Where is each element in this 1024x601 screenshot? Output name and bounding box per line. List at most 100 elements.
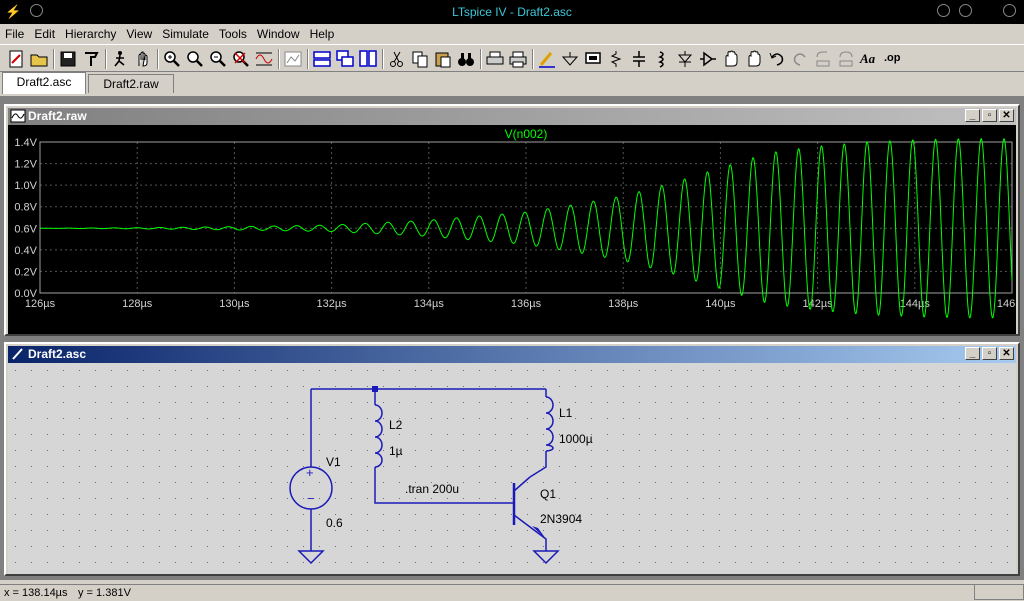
zoom-in-icon[interactable] [162, 49, 182, 69]
inductor-l2-symbol[interactable] [374, 404, 383, 468]
x-tick-label: 140µs [705, 298, 736, 310]
status-bar: x = 138.14µs y = 1.381V [0, 584, 1024, 601]
cascade-icon[interactable] [335, 49, 355, 69]
menu-item-help[interactable]: Help [309, 27, 335, 41]
schematic-restore-button[interactable]: ▫ [982, 347, 997, 360]
menu-item-window[interactable]: Window [256, 27, 300, 41]
component-icon[interactable] [698, 49, 718, 69]
fft-icon[interactable] [283, 49, 303, 69]
resistor-icon[interactable] [606, 49, 626, 69]
open-icon[interactable] [29, 49, 49, 69]
move-icon[interactable] [721, 49, 741, 69]
rotate-icon[interactable] [813, 49, 833, 69]
trace-title[interactable]: V(n002) [505, 127, 548, 141]
q1-ref[interactable]: Q1 [540, 487, 556, 501]
menu-item-view[interactable]: View [126, 27, 153, 41]
schematic-window-title: Draft2.asc [28, 347, 87, 361]
q1-emitter-arrow [532, 526, 546, 539]
drag-icon[interactable] [744, 49, 764, 69]
minimize-window-icon[interactable] [937, 4, 950, 17]
label-net-icon[interactable] [583, 49, 603, 69]
run-icon[interactable] [110, 49, 130, 69]
tab-draft2-asc[interactable]: Draft2.asc [2, 72, 86, 94]
x-tick-label: 126µs [25, 298, 56, 310]
q1-collector-lead [513, 476, 531, 492]
ground-symbol-v1[interactable] [297, 550, 325, 565]
capacitor-icon[interactable] [629, 49, 649, 69]
plot-window-titlebar[interactable]: Draft2.raw _ ▫ ✕ [8, 108, 1016, 125]
menu-item-simulate[interactable]: Simulate [162, 27, 209, 41]
system-menu-icon[interactable] [30, 4, 43, 17]
schematic-window-titlebar[interactable]: Draft2.asc _ ▫ ✕ [8, 346, 1016, 363]
inductor-l1-symbol[interactable] [545, 396, 554, 452]
close-window-icon[interactable] [1003, 4, 1016, 17]
plot-close-button[interactable]: ✕ [999, 109, 1014, 122]
toolbar-separator [307, 49, 309, 69]
maximize-window-icon[interactable] [959, 4, 972, 17]
v1-ref[interactable]: V1 [326, 455, 341, 469]
paste-icon[interactable] [433, 49, 453, 69]
redo-icon[interactable] [790, 49, 810, 69]
y-tick-label: 1.4V [14, 137, 37, 149]
control-panel-icon[interactable] [81, 49, 101, 69]
l2-value[interactable]: 1µ [389, 444, 403, 458]
new-schematic-icon[interactable] [6, 49, 26, 69]
op-icon-label: .op [884, 52, 901, 64]
copy-icon[interactable] [410, 49, 430, 69]
trace-v-n002[interactable] [40, 138, 1013, 319]
ground-symbol-q1[interactable] [532, 550, 560, 565]
cursor-y-readout: y = 1.381V [78, 587, 131, 599]
tab-draft2-raw[interactable]: Draft2.raw [88, 74, 174, 93]
l2-ref[interactable]: L2 [389, 418, 403, 432]
zoom-out-icon[interactable] [208, 49, 228, 69]
wire-l2-to-base[interactable] [374, 467, 498, 504]
y-tick-label: 0.4V [14, 245, 37, 257]
v1-plus-sign: + [306, 465, 314, 480]
plot-restore-button[interactable]: ▫ [982, 109, 997, 122]
zoom-pan-icon[interactable] [185, 49, 205, 69]
print-icon[interactable] [508, 49, 528, 69]
toolbar-separator [157, 49, 159, 69]
schematic-minimize-button[interactable]: _ [965, 347, 980, 360]
plot-minimize-button[interactable]: _ [965, 109, 980, 122]
print-setup-icon[interactable] [485, 49, 505, 69]
ground-icon[interactable] [560, 49, 580, 69]
tile-horizontal-icon[interactable] [312, 49, 332, 69]
y-tick-label: 0.0V [14, 288, 37, 300]
menu-item-tools[interactable]: Tools [218, 27, 247, 41]
v1-value[interactable]: 0.6 [326, 516, 343, 530]
tile-vertical-icon[interactable] [358, 49, 378, 69]
toolbar: Aa .op [0, 44, 1024, 72]
save-icon[interactable] [58, 49, 78, 69]
draw-wire-icon[interactable] [537, 49, 557, 69]
undo-icon[interactable] [767, 49, 787, 69]
l1-ref[interactable]: L1 [559, 406, 573, 420]
schematic-canvas[interactable]: + − V1 0.6 L2 1µ L1 1000µ Q1 2N3904 .tra… [8, 363, 1016, 574]
document-tabs: Draft2.asc Draft2.raw [0, 72, 1024, 94]
mirror-icon[interactable] [836, 49, 856, 69]
text-icon[interactable]: Aa [859, 49, 879, 69]
autoscale-icon[interactable] [254, 49, 274, 69]
spice-directive[interactable]: .tran 200u [405, 482, 459, 496]
l1-value[interactable]: 1000µ [559, 432, 593, 446]
cut-icon[interactable] [387, 49, 407, 69]
wire-l1-to-collector[interactable] [529, 451, 547, 478]
app-title: LTspice IV - Draft2.asc [452, 5, 572, 19]
schematic-close-button[interactable]: ✕ [999, 347, 1014, 360]
menu-item-hierarchy[interactable]: Hierarchy [65, 27, 117, 41]
y-tick-label: 0.2V [14, 266, 37, 278]
y-tick-label: 0.8V [14, 202, 37, 214]
q1-value[interactable]: 2N3904 [540, 512, 582, 526]
spice-directive-icon[interactable]: .op [882, 49, 902, 69]
zoom-fit-icon[interactable] [231, 49, 251, 69]
diode-icon[interactable] [675, 49, 695, 69]
v1-source-symbol[interactable] [289, 466, 333, 510]
inductor-icon[interactable] [652, 49, 672, 69]
halt-icon[interactable] [133, 49, 153, 69]
menu-item-edit[interactable]: Edit [34, 27, 56, 41]
menu-item-file[interactable]: File [5, 27, 25, 41]
junction-dot [372, 386, 378, 392]
find-icon[interactable] [456, 49, 476, 69]
